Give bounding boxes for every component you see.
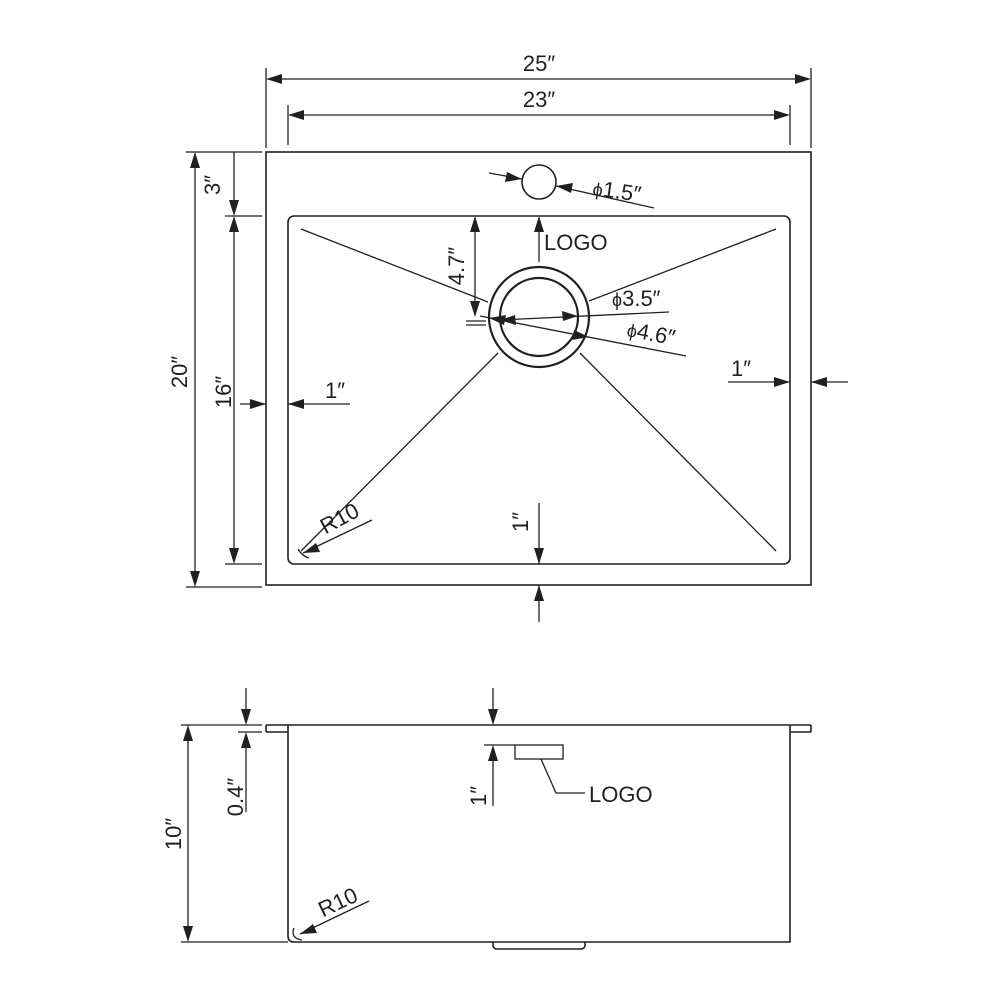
dim-logo-offset-label: 1″ — [466, 786, 491, 806]
dim-drain-offset: 4.7″ — [444, 216, 486, 326]
dim-faucet-hole-value: 1.5″ — [601, 177, 643, 207]
dim-bowl-height-label: 10″ — [161, 818, 186, 850]
diameter-symbol: ϕ — [612, 290, 622, 310]
dim-left-rim: 1″ — [240, 378, 350, 409]
logo-marker: LOGO — [534, 216, 608, 262]
dim-side-corner-radius: R10 — [292, 882, 370, 941]
side-logo-plate — [514, 744, 564, 760]
dim-overall-depth: 20″ — [167, 151, 262, 588]
dim-faucet-hole-label: ϕ1.5″ — [591, 175, 643, 207]
dim-bowl-width: 23″ — [287, 87, 791, 145]
diameter-symbol: ϕ — [591, 179, 604, 200]
dim-drain-inner: ϕ3.5″ — [499, 286, 670, 325]
dim-bowl-height: 10″ — [161, 724, 288, 943]
dim-right-rim: 1″ — [728, 356, 848, 387]
dim-back-deck-label: 3″ — [200, 175, 225, 195]
dim-drain-inner-label: ϕ3.5″ — [612, 286, 661, 311]
dim-front-rim: 1″ — [508, 503, 544, 622]
dim-overall-depth-label: 20″ — [167, 356, 192, 388]
dim-flange-thickness: 0.4″ — [223, 688, 262, 816]
dim-overall-width: 25″ — [265, 51, 812, 148]
top-view: 25″ 23″ 20″ 3″ — [167, 51, 848, 622]
side-view: 10″ 0.4″ 1″ LOGO — [161, 688, 812, 950]
dim-faucet-hole: ϕ1.5″ — [488, 172, 655, 209]
dim-drain-outer-value: 4.6″ — [635, 318, 678, 350]
dim-right-rim-label: 1″ — [731, 356, 751, 381]
dim-drain-inner-value: 3.5″ — [622, 286, 661, 311]
side-drain-body — [492, 942, 586, 950]
side-bowl-outline — [287, 725, 791, 943]
diameter-symbol: ϕ — [625, 320, 639, 342]
dim-front-rim-label: 1″ — [508, 512, 533, 532]
dim-left-rim-label: 1″ — [325, 378, 345, 403]
faucet-hole — [521, 164, 557, 200]
dim-bowl-depth-label: 16″ — [211, 376, 236, 408]
side-logo-marker: LOGO — [514, 744, 653, 807]
dim-bowl-width-label: 23″ — [523, 87, 555, 112]
dim-flange-thickness-label: 0.4″ — [223, 778, 248, 817]
dim-logo-offset: 1″ — [466, 688, 515, 806]
dim-bowl-depth: 16″ — [211, 216, 262, 565]
dim-corner-radius-label: R10 — [316, 498, 363, 539]
dim-corner-radius: R10 — [297, 498, 373, 559]
dim-overall-width-label: 25″ — [523, 51, 555, 76]
side-logo-label: LOGO — [589, 782, 653, 807]
dim-drain-offset-label: 4.7″ — [444, 247, 469, 286]
drain-outer-ring — [487, 265, 591, 369]
dim-back-deck: 3″ — [200, 152, 262, 217]
logo-label: LOGO — [544, 230, 608, 255]
bowl-slope-lines — [300, 228, 777, 552]
